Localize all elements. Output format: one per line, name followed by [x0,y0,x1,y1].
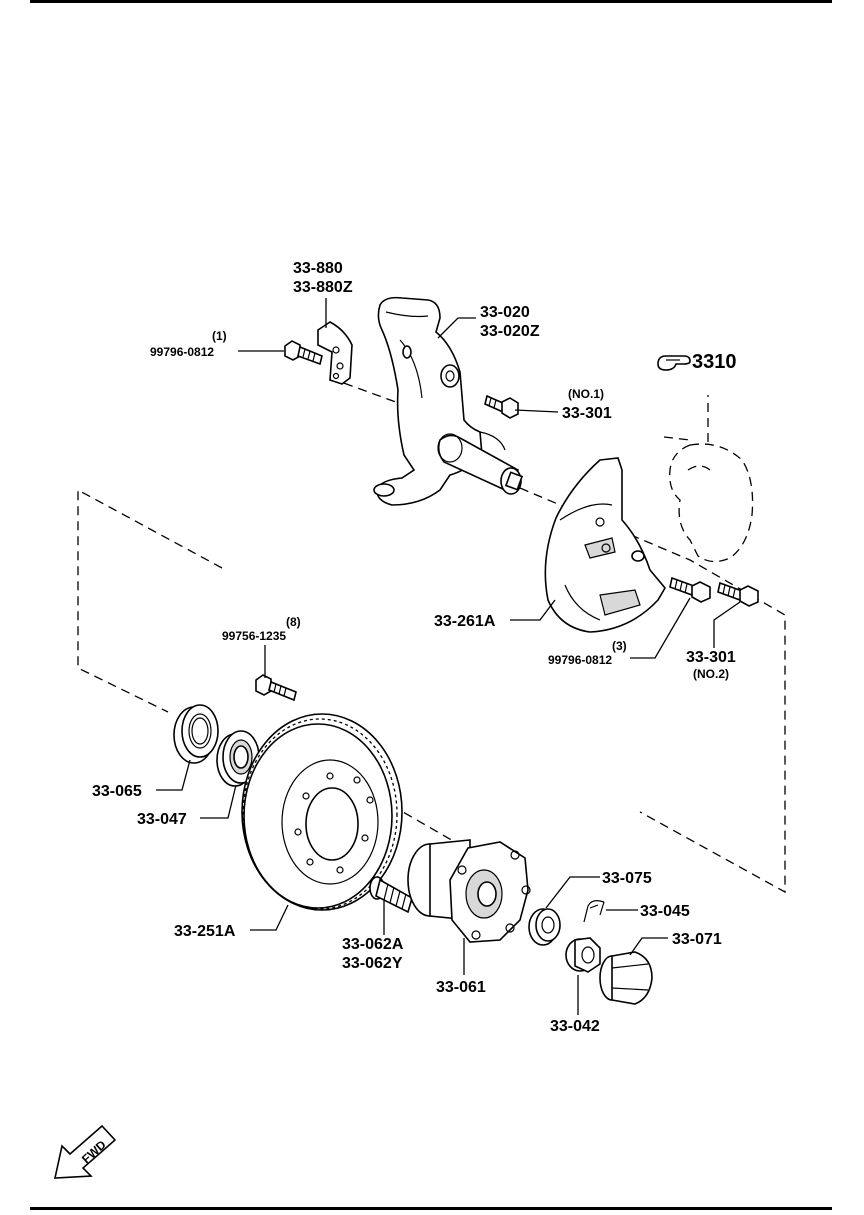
label-33-261a: 33-261A [434,613,496,630]
cotter-pin [583,900,605,923]
label-no1: (NO.1) [568,387,604,401]
bolt-33-301-no2 [717,581,759,607]
steering-knuckle [373,296,524,506]
label-33-020: 33-020 [480,304,530,321]
label-33-045: 33-045 [640,903,690,920]
label-99756-1235: 99756-1235 [222,629,286,643]
label-33-062y: 33-062Y [342,955,403,972]
label-33-301-a: 33-301 [562,405,612,422]
forward-arrow-icon: FWD [53,1124,117,1179]
bolt-33-301-no1 [484,394,519,419]
leader-lines [156,298,741,1015]
hub-bolt [369,876,413,914]
label-33-020z: 33-020Z [480,323,540,340]
label-33-301-b: 33-301 [686,649,736,666]
label-99796-0812-a: 99796-0812 [150,345,214,359]
dust-shield [544,457,666,633]
bolt-99756 [255,674,297,702]
label-33-251a: 33-251A [174,923,236,940]
label-33-047: 33-047 [137,811,187,828]
pointing-hand-icon [657,355,691,371]
bracket [317,321,353,385]
bolt-99796-upper [284,340,323,366]
label-99796-0812-b: 99796-0812 [548,653,612,667]
brake-disc [241,713,403,911]
label-no2: (NO.2) [693,667,729,681]
label-33-042: 33-042 [550,1018,600,1035]
label-33-065: 33-065 [92,783,142,800]
oil-seal-33-065 [173,704,219,764]
caliper-reference [663,436,754,563]
washer [528,908,561,946]
bolt-99796-lower [669,576,711,603]
lock-nut [565,937,601,973]
label-33-075: 33-075 [602,870,652,887]
wheel-hub [407,839,531,943]
label-33-880: 33-880 [293,260,343,277]
label-33-062a: 33-062A [342,936,404,953]
label-3310: 3310 [692,351,737,373]
label-qty-3: (3) [612,639,627,653]
label-33-071: 33-071 [672,931,722,948]
grease-cap [599,951,653,1005]
label-33-880z: 33-880Z [293,279,353,296]
label-qty-1: (1) [212,329,227,343]
part-labels: 33-880 33-880Z 33-020 33-020Z (1) 99796-… [92,260,737,1035]
bearing-33-047 [216,730,260,787]
label-qty-8: (8) [286,615,301,629]
label-33-061: 33-061 [436,979,486,996]
